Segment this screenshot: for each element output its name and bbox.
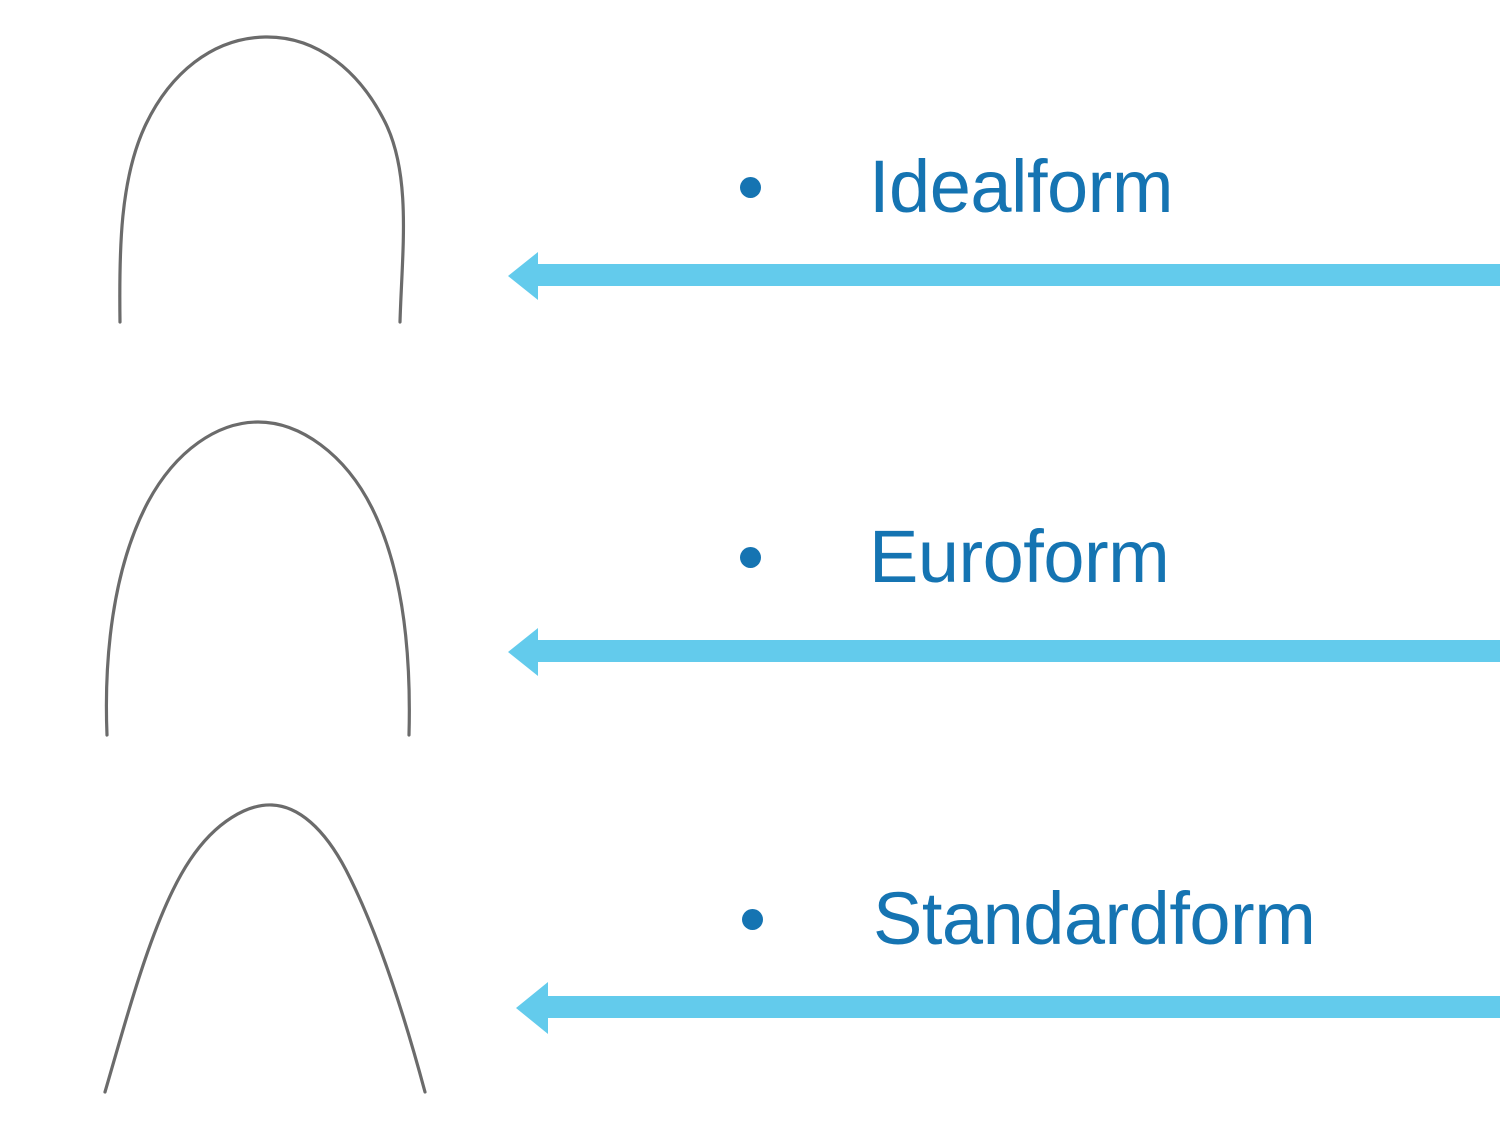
standardform-arch — [0, 792, 500, 1102]
idealform-arch — [0, 18, 500, 338]
list-item-idealform: Idealform — [740, 150, 1173, 224]
bullet-icon — [740, 546, 761, 568]
bullet-icon — [742, 908, 763, 930]
left-arrow-standardform — [516, 982, 1500, 1034]
list-item-label: Euroform — [869, 515, 1170, 598]
left-arrow-euroform — [508, 626, 1500, 678]
list-item-standardform: Standardform — [742, 877, 1316, 960]
list-item-euroform: Euroform — [740, 515, 1170, 598]
list-item-label: Standardform — [873, 877, 1316, 960]
left-arrow-idealform — [508, 250, 1500, 302]
euroform-arch — [0, 410, 500, 745]
bullet-icon — [740, 176, 761, 198]
list-item-label: Idealform — [869, 145, 1173, 228]
